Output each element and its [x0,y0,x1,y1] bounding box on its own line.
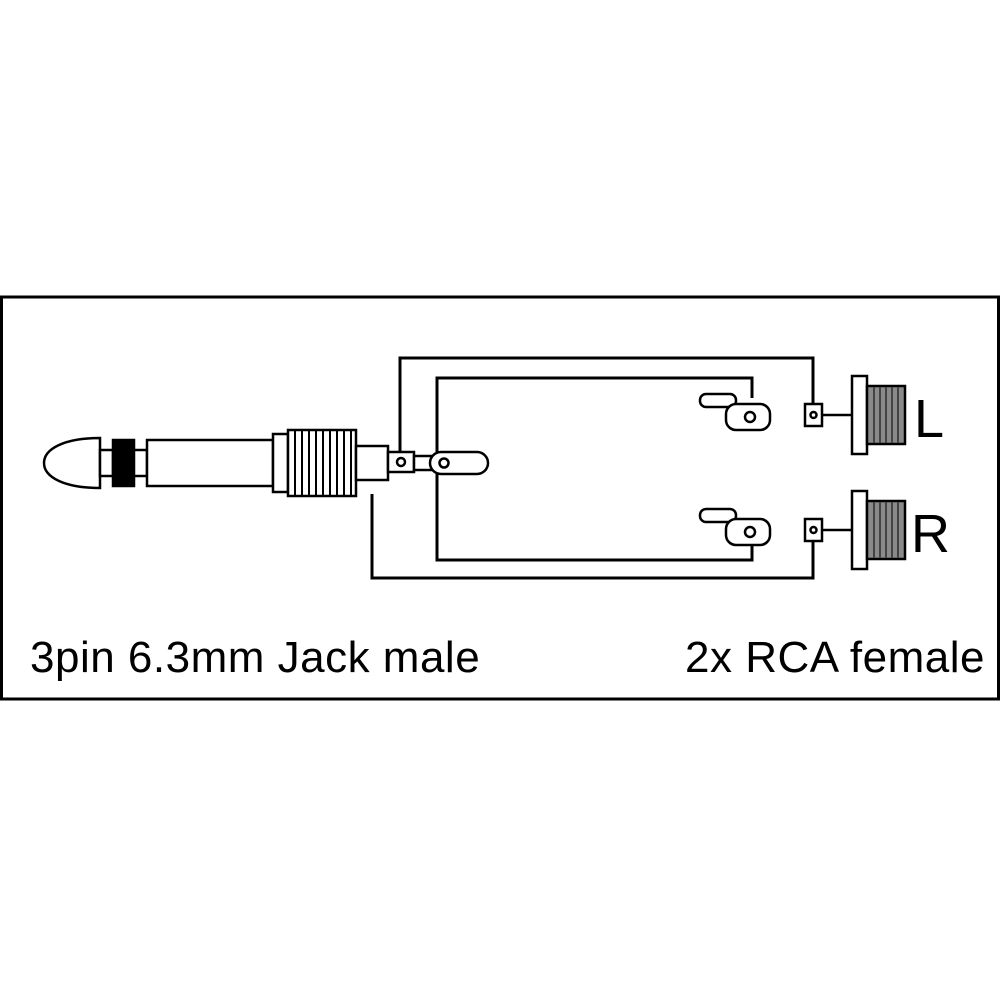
rca-right-ground-lug-arm [698,507,738,524]
rca-left-ground-lug-hole [743,410,757,424]
rca-left-pin-hole [809,410,818,420]
wire-sleeve-to-right-ground [435,474,754,562]
jack-groove-1 [98,448,115,478]
jack-collar [271,432,290,494]
rca-connector-left [698,374,907,456]
wire-sleeve-to-left-ground [435,376,754,452]
jack-tip-lug-hole [395,456,407,468]
jack-sleeve [145,438,275,488]
rca-right-barrel-knurl [873,502,899,558]
rca-right-flange [850,489,869,571]
jack-end-cap [354,444,390,482]
rca-left-ground-lug-arm [698,392,738,409]
channel-left-label: L [914,389,944,449]
jack-caption: 3pin 6.3mm Jack male [30,633,480,682]
jack-plug [42,428,490,498]
wire-tip-to-left-pin [398,356,815,452]
wires [370,356,815,580]
rca-right-ground-lug-hole [743,525,757,539]
jack-insulator-band [111,438,136,488]
rca-left-flange [850,374,869,456]
rca-caption: 2x RCA female [685,633,985,682]
diagram-border [0,295,1000,701]
jack-sleeve-lug-hole [438,457,450,469]
rca-right-pin-hole [809,525,818,535]
channel-right-label: R [911,504,950,564]
jack-thread-lines [294,430,352,496]
jack-groove-2 [132,448,149,478]
jack-tip [42,436,102,490]
rca-connector-right [698,489,907,571]
rca-left-barrel-knurl [873,387,899,443]
wire-ring-to-right-pin [370,494,815,580]
